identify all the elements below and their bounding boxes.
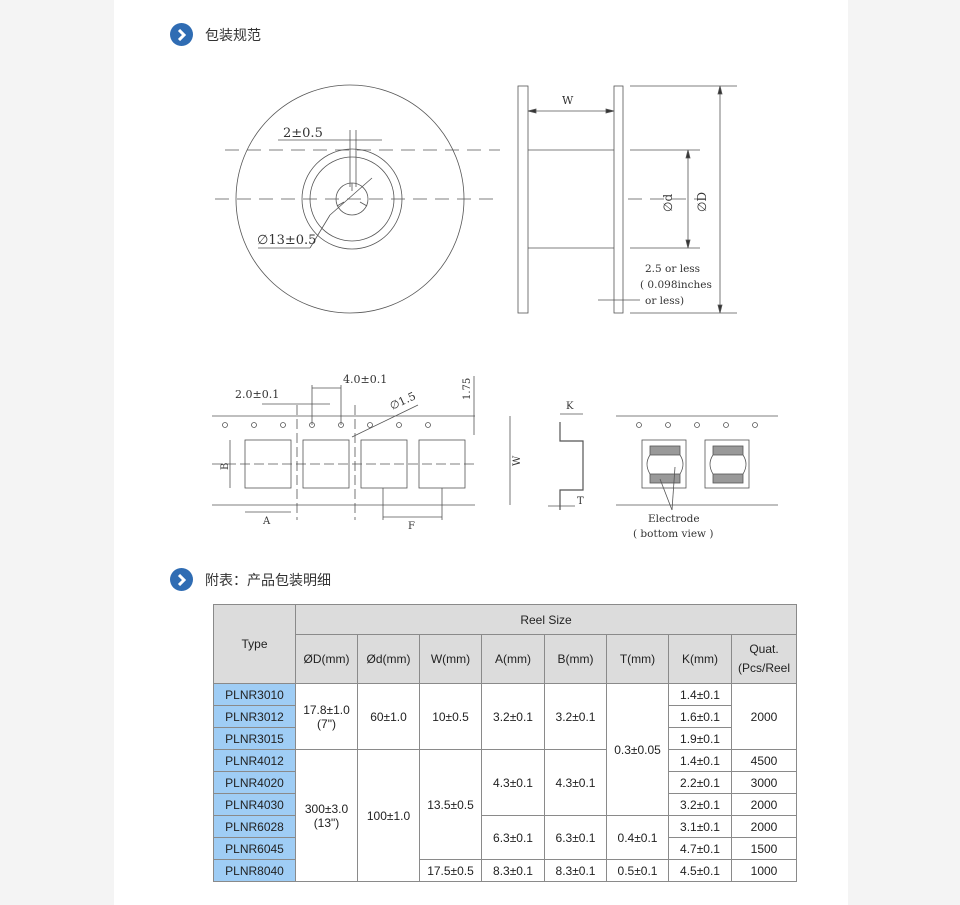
k-cell: 1.6±0.1 — [668, 705, 732, 728]
k-cell: 3.1±0.1 — [668, 815, 732, 838]
type-cell: PLNR3015 — [213, 727, 296, 750]
t-cell: 0.4±0.1 — [606, 815, 669, 860]
k-cell: 4.5±0.1 — [668, 859, 732, 882]
width-cell: 13.5±0.5 — [419, 749, 482, 860]
type-cell: PLNR4030 — [213, 793, 296, 816]
t-cell: 0.3±0.05 — [606, 683, 669, 816]
svg-text:∅1.5: ∅1.5 — [388, 389, 418, 412]
section-heading-table: 附表：产品包装明细 — [170, 568, 331, 591]
svg-text:W: W — [512, 455, 523, 466]
col-header: K(mm) — [668, 634, 732, 684]
k-cell: 3.2±0.1 — [668, 793, 732, 816]
type-header: Type — [213, 604, 296, 684]
quantity-cell: 3000 — [731, 771, 797, 794]
inner-diameter-cell: 100±1.0 — [357, 749, 420, 882]
svg-text:∅d: ∅d — [661, 194, 675, 212]
reel-size-header: Reel Size — [295, 604, 797, 635]
quantity-cell: 2000 — [731, 793, 797, 816]
inner-diameter-cell: 60±1.0 — [357, 683, 420, 750]
k-cell: 2.2±0.1 — [668, 771, 732, 794]
b-cell: 3.2±0.1 — [544, 683, 607, 750]
packaging-drawings: 2±0.5 ∅13±0.5 W ∅d ∅D 2.5 or less ( 0.09… — [212, 84, 778, 540]
outer-diameter-cell: 300±3.0(13") — [295, 749, 358, 882]
table-row: PLNR3010 17.8±1.0(7") 60±1.0 10±0.5 3.2±… — [213, 683, 797, 816]
k-cell: 1.4±0.1 — [668, 749, 732, 772]
svg-text:∅D: ∅D — [695, 192, 709, 212]
col-header: ØD(mm) — [295, 634, 358, 684]
col-header: W(mm) — [419, 634, 482, 684]
type-cell: PLNR3012 — [213, 705, 296, 728]
table-row: PLNR4020 2.2±0.1 3000 — [213, 771, 797, 794]
chevron-right-circle-icon — [170, 23, 193, 46]
k-cell: 1.4±0.1 — [668, 683, 732, 706]
table-row: PLNR4012 300±3.0(13") 100±1.0 13.5±0.5 4… — [213, 749, 797, 882]
a-cell: 4.3±0.1 — [481, 749, 545, 816]
svg-text:4.0±0.1: 4.0±0.1 — [343, 373, 387, 386]
quantity-cell: 1000 — [731, 859, 797, 882]
a-cell: 3.2±0.1 — [481, 683, 545, 750]
svg-text:F: F — [408, 521, 415, 532]
type-cell: PLNR4020 — [213, 771, 296, 794]
tape-bottom-view: Electrode ( bottom view ) — [616, 415, 778, 540]
quantity-cell: 2000 — [731, 683, 797, 750]
a-cell: 8.3±0.1 — [481, 859, 545, 882]
svg-text:W: W — [562, 94, 574, 107]
col-header: Quat.(Pcs/Reel — [731, 634, 797, 684]
svg-text:A: A — [262, 516, 271, 527]
packaging-table: Type Reel Size ØD(mm) Ød(mm) W(mm) A(mm)… — [213, 604, 797, 882]
svg-text:2.5 or less: 2.5 or less — [645, 263, 700, 275]
outer-diameter-cell: 17.8±1.0(7") — [295, 683, 358, 750]
quantity-cell: 1500 — [731, 837, 797, 860]
t-cell: 0.5±0.1 — [606, 859, 669, 882]
reel-side-view: W ∅d ∅D 2.5 or less ( 0.098inches or les… — [517, 85, 737, 314]
col-header: T(mm) — [606, 634, 669, 684]
width-cell: 17.5±0.5 — [419, 859, 482, 882]
section-title: 包装规范 — [205, 27, 261, 44]
section-title: 附表：产品包装明细 — [205, 572, 331, 589]
svg-text:B: B — [220, 463, 231, 470]
b-cell: 4.3±0.1 — [544, 749, 607, 816]
quantity-cell: 4500 — [731, 749, 797, 772]
svg-text:2±0.5: 2±0.5 — [283, 126, 323, 141]
table-row: PLNR4030 3.2±0.1 2000 — [213, 793, 797, 816]
table-row: PLNR6028 6.3±0.1 6.3±0.1 0.4±0.1 3.1±0.1… — [213, 815, 797, 860]
type-cell: PLNR3010 — [213, 683, 296, 706]
b-cell: 6.3±0.1 — [544, 815, 607, 860]
col-header: B(mm) — [544, 634, 607, 684]
svg-text:or less): or less) — [645, 295, 684, 307]
type-cell: PLNR8040 — [213, 859, 296, 882]
svg-text:1.75: 1.75 — [462, 378, 473, 400]
section-heading-packaging: 包装规范 — [170, 23, 261, 46]
type-cell: PLNR6045 — [213, 837, 296, 860]
quantity-cell: 2000 — [731, 815, 797, 838]
svg-text:T: T — [577, 496, 584, 507]
col-header: Ød(mm) — [357, 634, 420, 684]
width-cell: 10±0.5 — [419, 683, 482, 750]
svg-text:( 0.098inches: ( 0.098inches — [640, 279, 712, 291]
a-cell: 6.3±0.1 — [481, 815, 545, 860]
k-cell: 4.7±0.1 — [668, 837, 732, 860]
table-row: PLNR3012 1.6±0.1 — [213, 705, 797, 728]
type-cell: PLNR4012 — [213, 749, 296, 772]
k-cell: 1.9±0.1 — [668, 727, 732, 750]
svg-text:K: K — [566, 401, 574, 412]
tape-cross-section: K T — [548, 401, 584, 510]
carrier-tape-view: 2.0±0.1 4.0±0.1 ∅1.5 1.75 B A F W — [212, 373, 523, 532]
b-cell: 8.3±0.1 — [544, 859, 607, 882]
table-row: PLNR8040 17.5±0.5 8.3±0.1 8.3±0.1 0.5±0.… — [213, 859, 797, 882]
col-header: A(mm) — [481, 634, 545, 684]
svg-text:∅13±0.5: ∅13±0.5 — [257, 233, 316, 248]
svg-text:( bottom view ): ( bottom view ) — [633, 528, 713, 540]
reel-front-view: 2±0.5 ∅13±0.5 — [215, 84, 500, 314]
type-cell: PLNR6028 — [213, 815, 296, 838]
chevron-right-circle-icon — [170, 568, 193, 591]
svg-text:Electrode: Electrode — [648, 513, 700, 525]
svg-text:2.0±0.1: 2.0±0.1 — [235, 388, 279, 401]
